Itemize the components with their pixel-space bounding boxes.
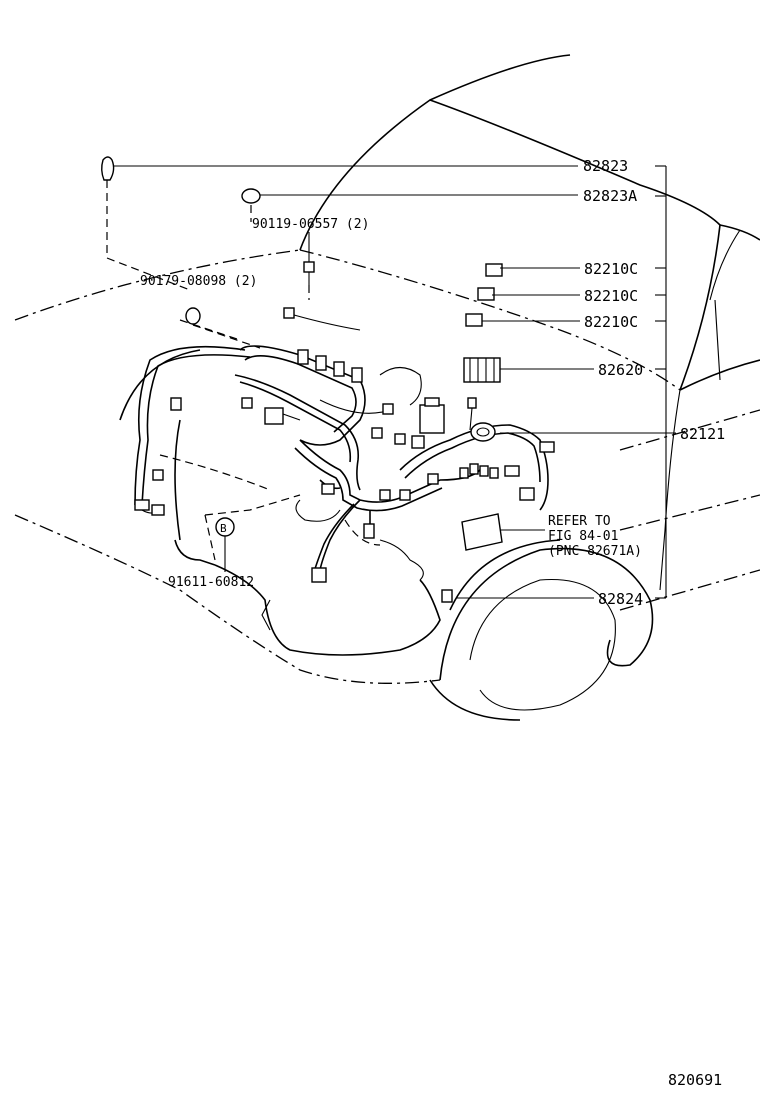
label-90119-06557: 90119-06557 (2) — [252, 217, 369, 232]
marker-b: B — [220, 522, 227, 535]
label-90179-08098: 90179-08098 (2) — [140, 274, 257, 289]
label-82823A: 82823A — [583, 187, 637, 205]
label-82620: 82620 — [598, 361, 643, 379]
refer-note-line-1: REFER TO — [548, 514, 611, 529]
figure-number: 820691 — [668, 1071, 722, 1089]
refer-note-line-3: (PNC 82671A) — [548, 544, 642, 559]
engine-wire-harness — [134, 307, 555, 603]
leader-lines — [106, 165, 676, 599]
engine-outline — [119, 349, 441, 656]
label-82210C-2: 82210C — [584, 287, 638, 305]
vehicle-body-outline — [14, 54, 760, 721]
label-82210C-1: 82210C — [584, 260, 638, 278]
label-82121: 82121 — [680, 425, 725, 443]
refer-note-line-2: FIG 84-01 — [548, 529, 618, 544]
label-82210C-3: 82210C — [584, 313, 638, 331]
part-number-labels: 82823 82823A 90119-06557 (2) 90179-08098… — [140, 157, 725, 1089]
label-91611-60812: 91611-60812 — [168, 575, 254, 590]
label-82824: 82824 — [598, 590, 643, 608]
label-82823: 82823 — [583, 157, 628, 175]
